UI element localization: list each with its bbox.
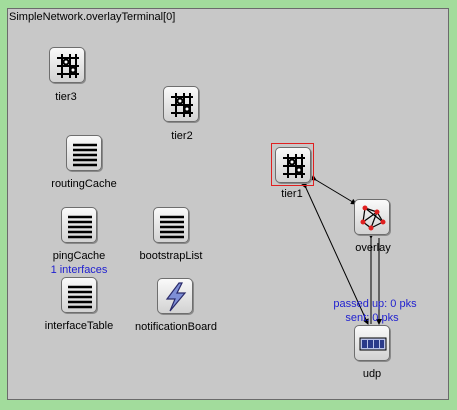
pingCache-label: pingCache xyxy=(52,250,106,262)
puzzle-icon xyxy=(171,93,193,117)
bootstrapList-label: bootstrapList xyxy=(139,250,203,262)
tier1-module[interactable] xyxy=(275,147,311,183)
queue-icon xyxy=(359,337,387,351)
selection-box xyxy=(271,143,314,186)
interfaceTable-label: interfaceTable xyxy=(44,320,114,332)
list-icon xyxy=(160,215,184,239)
connection-tier1-udp xyxy=(301,182,369,325)
puzzle-icon xyxy=(283,154,305,178)
connection-tier1-overlay xyxy=(310,174,357,205)
network-graph-icon xyxy=(360,205,386,231)
lightning-icon xyxy=(165,282,187,312)
tier1-label: tier1 xyxy=(281,188,303,200)
udp-status-sent: sent: 0 pks xyxy=(345,312,399,324)
udp-label: udp xyxy=(362,368,382,380)
udp-status-passed-up: passed up: 0 pks xyxy=(333,298,417,310)
tier2-module[interactable] xyxy=(163,86,199,122)
tier3-module[interactable] xyxy=(49,47,85,83)
list-icon xyxy=(73,143,97,167)
puzzle-icon xyxy=(57,54,79,78)
notificationBoard-module[interactable] xyxy=(157,278,193,314)
routingCache-label: routingCache xyxy=(51,178,117,190)
tier2-label: tier2 xyxy=(171,130,193,142)
tier3-label: tier3 xyxy=(55,91,77,103)
list-icon xyxy=(68,285,92,309)
routingCache-module[interactable] xyxy=(66,135,102,171)
bootstrapList-module[interactable] xyxy=(153,207,189,243)
overlay-module[interactable] xyxy=(354,199,390,235)
pingCache-module[interactable] xyxy=(61,207,97,243)
overlay-label: overlay xyxy=(355,242,391,254)
window-title: SimpleNetwork.overlayTerminal[0] xyxy=(9,11,176,23)
notificationBoard-label: notificationBoard xyxy=(135,321,217,333)
pingCache-status: 1 interfaces xyxy=(50,264,108,276)
interfaceTable-module[interactable] xyxy=(61,277,97,313)
udp-module[interactable] xyxy=(354,325,390,361)
list-icon xyxy=(68,215,92,239)
